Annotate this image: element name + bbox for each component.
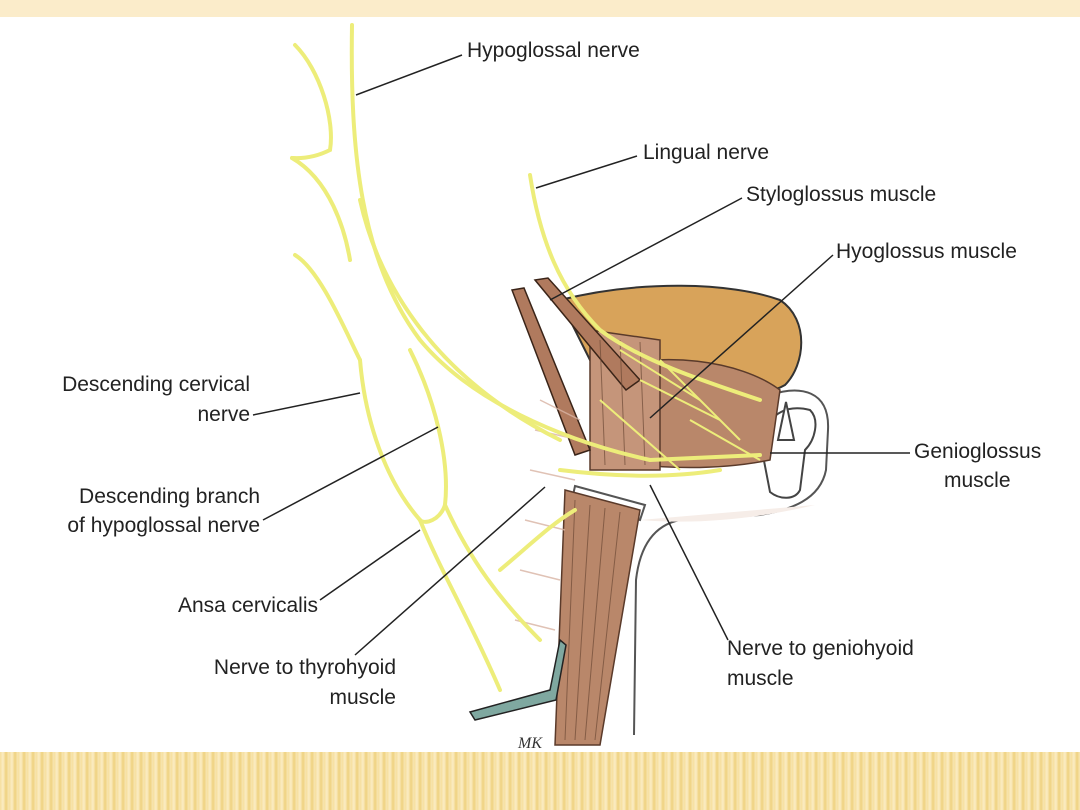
descending-branch	[408, 348, 448, 524]
diagram-canvas: MK	[0, 17, 1080, 752]
artist-signature: MK	[517, 735, 543, 752]
infrahyoid-muscle	[554, 489, 641, 746]
anatomy-illustration: MK	[252, 23, 910, 752]
label-descending-branch-line1: Descending branch	[79, 485, 260, 508]
leader-thyrohyoid	[354, 486, 546, 656]
cervical-loop-2	[290, 156, 352, 262]
label-styloglossus-muscle: Styloglossus muscle	[746, 183, 937, 206]
label-nerve-to-thyrohyoid-line1: Nerve to thyrohyoid	[213, 656, 396, 679]
label-hyoglossus-muscle: Hyoglossus muscle	[836, 240, 1017, 263]
ansa-loop	[418, 518, 502, 692]
label-descending-branch-line2: of hypoglossal nerve	[67, 514, 260, 537]
cervical-loop-1	[290, 43, 333, 161]
hypoglossal-nerve	[349, 23, 762, 463]
bottom-decorative-band	[0, 752, 1080, 810]
leader-lingual	[535, 155, 638, 189]
styloglossus-strip-1	[510, 287, 591, 456]
descending-cervical-nerve	[358, 358, 422, 522]
floor-of-mouth	[640, 505, 815, 522]
nerve-twigs	[599, 349, 761, 471]
ansa-loop-2	[443, 503, 542, 642]
label-ansa-cervicalis: Ansa cervicalis	[177, 594, 318, 617]
lingual-nerve	[528, 173, 762, 402]
leader-descending-branch	[262, 426, 439, 521]
leader-hyoglossus	[649, 254, 834, 419]
label-hypoglossal-nerve: Hypoglossal nerve	[467, 39, 640, 62]
label-lingual-nerve: Lingual nerve	[643, 141, 770, 164]
leader-styloglossus	[549, 197, 743, 301]
label-descending-cervical-line2: nerve	[197, 403, 250, 426]
leader-hypoglossal	[355, 54, 463, 96]
nerves	[290, 23, 762, 692]
jaw-outline	[633, 389, 830, 736]
vessel	[468, 638, 567, 721]
label-nerve-to-geniohyoid-line1: Nerve to geniohyoid	[727, 637, 914, 660]
leader-descending-cervical	[252, 392, 361, 416]
nerve-to-geniohyoid	[558, 468, 722, 478]
label-nerve-to-thyrohyoid-line2: muscle	[329, 686, 396, 709]
label-descending-cervical-line1: Descending cervical	[62, 373, 250, 396]
label-nerve-to-geniohyoid-line2: muscle	[727, 667, 794, 690]
top-decorative-band	[0, 0, 1080, 17]
leader-geniohyoid	[649, 484, 729, 641]
leader-ansa	[319, 529, 421, 601]
label-genioglossus-line2: muscle	[944, 469, 1011, 492]
tooth	[776, 401, 796, 441]
label-genioglossus-line1: Genioglossus	[914, 440, 1042, 463]
nerve-to-thyrohyoid	[498, 508, 577, 572]
leader-lines	[252, 54, 910, 656]
cervical-loop-3	[293, 253, 362, 362]
hypoglossal-nerve-branch	[358, 198, 562, 442]
